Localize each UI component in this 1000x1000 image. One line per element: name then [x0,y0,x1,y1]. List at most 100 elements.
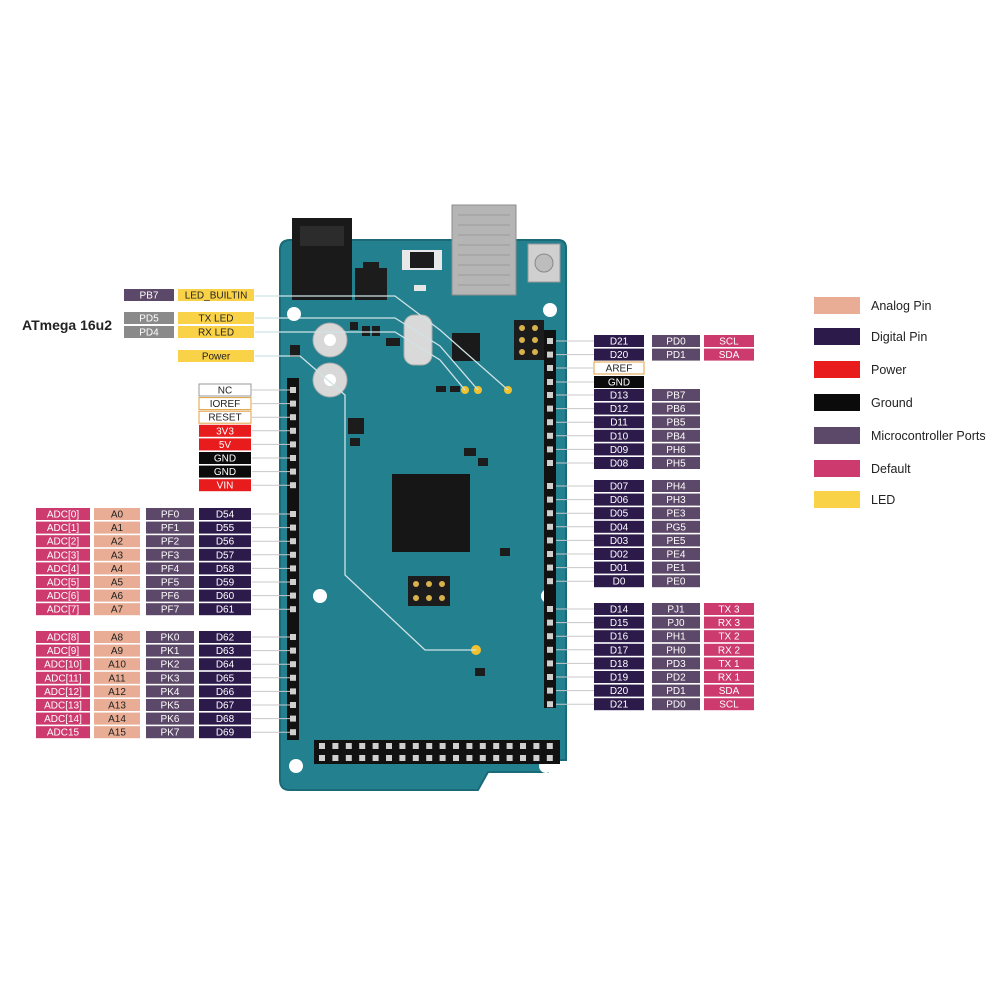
right-cell-d10-box [594,429,644,442]
header-pin [290,427,296,434]
right-cell-d20: D20 [594,348,644,361]
analog-cell-adc-3-label: ADC[3] [47,550,79,561]
header-pin [506,743,513,749]
right-cell-d14-box [594,603,644,615]
analog-cell-d55-box [199,521,251,534]
analog-cell-a13-box [94,699,140,711]
right-cell-rx-2-box [704,643,754,656]
right-cell-pj1-box [652,603,700,615]
right-cell-tx-3-box [704,603,754,615]
analog-cell-a15-label: A15 [108,728,126,739]
right-cell-d14-label: D14 [610,605,629,616]
header-pin [290,511,296,517]
right-cell-pj0-box [652,616,700,629]
right-cell-pe5: PE5 [652,534,700,547]
legend-label-digital-pin: Digital Pin [871,330,927,344]
right-cell-d08: D08 [594,457,644,470]
analog-cell-a5-label: A5 [111,578,124,589]
header-pin [290,579,296,585]
icsp-header-bottom [408,576,450,606]
analog-cell-d61-label: D61 [216,605,235,616]
analog-cell-a9-label: A9 [111,646,124,657]
right-cell-pb5-box [652,416,700,429]
aref-gnd-pin-box [594,376,644,388]
analog-cell-a4-label: A4 [111,564,124,575]
right-cell-d13-label: D13 [610,391,629,402]
power-pin-vin-box [199,479,251,492]
right-cell-pd1: PD1 [652,348,700,361]
analog-cell-adc-1: ADC[1] [36,521,90,534]
bottom-header-strip [314,740,560,764]
power-pin-3v3-box [199,424,251,437]
analog-cell-a6-box [94,589,140,602]
right-cell-tx-3-label: TX 3 [718,605,740,616]
analog-cell-adc-2: ADC[2] [36,535,90,548]
right-cell-pd2-box [652,671,700,683]
right-cell-ph3-label: PH3 [666,495,686,506]
power-pin-ioref-label: IOREF [210,399,241,410]
header-pin [319,755,325,761]
right-cell-d20: D20 [594,684,644,697]
right-cell-d15-label: D15 [610,618,629,629]
right-cell-pd1-label: PD1 [666,350,686,361]
analog-cell-d63: D63 [199,644,251,657]
analog-cell-d63-box [199,644,251,657]
analog-cell-pf7: PF7 [146,603,194,616]
right-cell-d09: D09 [594,443,644,456]
right-cell-pd0-box [652,335,700,347]
analog-cell-d58-label: D58 [216,564,235,575]
header-pin [332,743,339,749]
right-cell-d06-label: D06 [610,495,629,506]
analog-cell-pk2-label: PK2 [161,660,180,671]
right-cell-pb6: PB6 [652,402,700,415]
legend-swatch-microcontroller-ports [814,427,860,444]
analog-cell-d58-box [199,562,251,575]
analog-cell-a15: A15 [94,726,140,739]
analog-cell-d61-box [199,603,251,616]
analog-cell-pk4: PK4 [146,685,194,698]
analog-cell-pf0-box [146,508,194,520]
analog-cell-d59-box [199,576,251,588]
analog-cell-adc-1-label: ADC[1] [47,523,79,534]
analog-cell-pk7: PK7 [146,726,194,739]
right-cell-tx-2-label: TX 2 [718,632,740,643]
header-pin [547,419,553,426]
analog-cell-pk0-label: PK0 [161,633,180,644]
analog-cell-pk3-box [146,671,194,684]
header-pin [547,405,553,412]
legend-label-power: Power [871,363,906,377]
right-cell-pg5-label: PG5 [666,522,686,533]
analog-cell-pk5: PK5 [146,699,194,712]
analog-cell-adc-11-label: ADC[11] [44,673,81,684]
header-pin [547,606,553,612]
right-cell-d01: D01 [594,561,644,574]
right-cell-d03: D03 [594,534,644,547]
right-cell-ph3-box [652,493,700,506]
right-cell-pb5-label: PB5 [667,418,686,429]
right-cell-pe5-box [652,534,700,547]
header-pin [547,646,553,653]
analog-cell-d69-label: D69 [216,728,235,739]
header-pin [290,414,296,421]
right-cell-pe5-label: PE5 [667,536,686,547]
analog-cell-a15-box [94,726,140,739]
header-pin [439,743,446,749]
header-pin [386,755,392,761]
analog-cell-adc-10-box [36,658,90,671]
analog-cell-pk7-box [146,726,194,739]
analog-cell-pk2-box [146,658,194,671]
voltage-regulator [355,268,387,300]
header-pin [547,379,553,385]
right-cell-d18-label: D18 [610,659,629,670]
led-label-tx-led-box [178,312,254,324]
right-cell-d09-box [594,443,644,456]
header-pin [547,446,553,453]
analog-cell-adc-8-box [36,631,90,643]
analog-cell-adc-10: ADC[10] [36,658,90,671]
power-pin-3v3: 3V3 [199,424,251,437]
right-cell-ph0-box [652,643,700,656]
right-cell-rx-3-box [704,616,754,629]
header-pin [412,755,419,761]
right-cell-scl-box [704,698,754,711]
header-pin [290,715,296,722]
